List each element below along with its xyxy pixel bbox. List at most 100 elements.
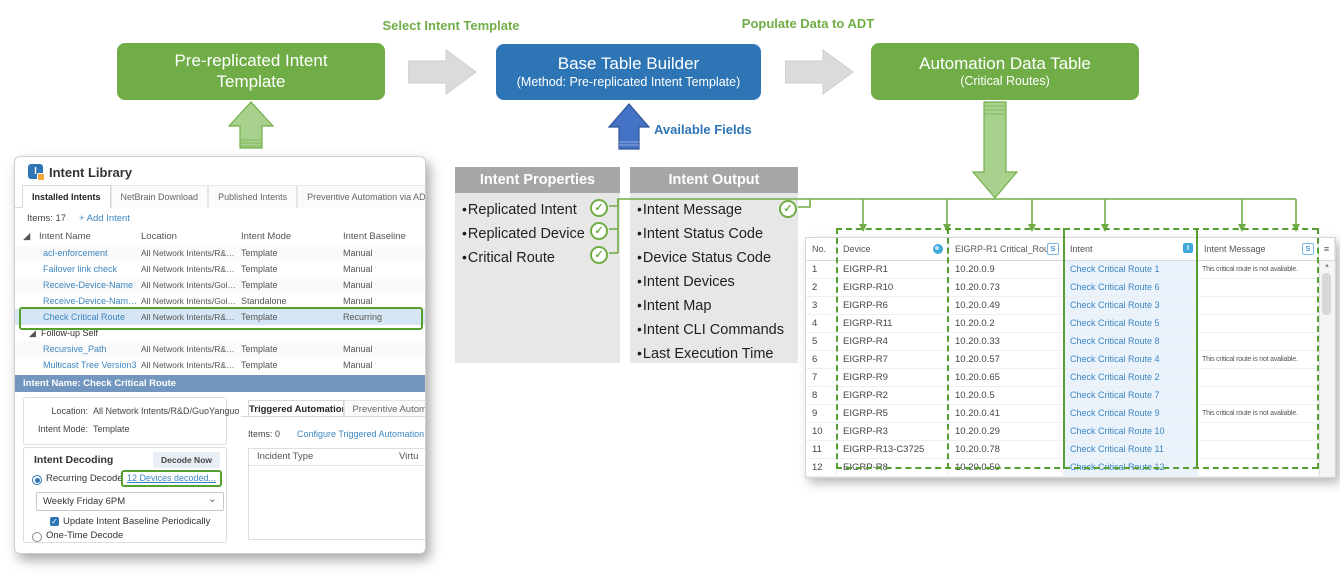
box-title: Base Table Builder <box>557 54 700 73</box>
configure-triggered-automation-link[interactable]: Configure Triggered Automation <box>297 429 425 439</box>
cell-no: 11 <box>806 441 837 458</box>
adt-col-no[interactable]: No. <box>806 238 837 260</box>
intent-link[interactable]: Check Critical Route 7 <box>1070 390 1160 400</box>
scroll-up-icon[interactable]: ▲ <box>1324 263 1330 269</box>
table-scrollbar[interactable]: ▲ <box>1319 261 1334 476</box>
panel-item: •Intent Status Code <box>630 222 798 246</box>
intent-name-link[interactable]: acl-enforcement <box>43 248 108 258</box>
intent-name-link[interactable]: Check Critical Route <box>43 312 126 322</box>
tab-triggered-automation[interactable]: Triggered Automation <box>248 400 344 417</box>
panel-item: •Critical Route <box>455 246 620 270</box>
available-fields-label: Available Fields <box>654 122 752 137</box>
device-icon <box>933 244 943 254</box>
populate-data-label: Populate Data to ADT <box>741 16 875 31</box>
scrollbar-thumb[interactable] <box>1322 273 1331 315</box>
cell-route: 10.20.0.73 <box>949 279 1064 296</box>
tab-netbrain-download[interactable]: NetBrain Download <box>110 185 209 208</box>
intent-name-link[interactable]: Failover link check <box>43 264 118 274</box>
intent-link[interactable]: Check Critical Route 1 <box>1070 264 1160 274</box>
intent-name-link[interactable]: Multicast Tree Version3 <box>43 360 137 370</box>
add-intent-link[interactable]: + Add Intent <box>79 213 130 224</box>
tab-preventive-automation[interactable]: Preventive Automation <box>344 400 425 417</box>
cell-no: 1 <box>806 261 837 278</box>
update-baseline-checkbox[interactable]: ✓ <box>50 517 59 526</box>
panel-item-label: Intent Map <box>642 298 712 314</box>
one-time-decode-radio[interactable] <box>32 532 42 542</box>
cell-no: 8 <box>806 387 837 404</box>
intent-link[interactable]: Check Critical Route 11 <box>1070 444 1164 454</box>
window-title: Intent Library <box>49 165 133 180</box>
library-column-headers: ◢ Intent Name Location Intent Mode Inten… <box>15 229 425 245</box>
intent-link[interactable]: Check Critical Route 5 <box>1070 318 1160 328</box>
devices-decoded-link[interactable]: 12 Devices decoded... <box>126 473 216 483</box>
adt-col-device[interactable]: Device <box>837 238 949 260</box>
panel-item-label: Last Execution Time <box>642 346 774 362</box>
expand-icon[interactable]: ◢ <box>23 231 31 242</box>
intent-name-link[interactable]: Receive-Device-Name <box>43 280 134 290</box>
decode-now-button[interactable]: Decode Now <box>152 452 220 468</box>
intent-name-link[interactable]: Recursive_Path <box>43 344 107 354</box>
intent-link[interactable]: Check Critical Route 3 <box>1070 300 1160 310</box>
tab-installed-intents[interactable]: Installed Intents <box>22 185 111 208</box>
intent-link[interactable]: Check Critical Route 8 <box>1070 336 1160 346</box>
intent-link[interactable]: Check Critical Route 6 <box>1070 282 1160 292</box>
cell-route: 10.20.0.57 <box>949 351 1064 368</box>
cell-intent: Check Critical Route 10 <box>1064 423 1198 440</box>
cell-device: EIGRP-R2 <box>837 387 949 404</box>
cell-intent: Check Critical Route 12 <box>1064 459 1198 476</box>
cell-message <box>1198 423 1319 440</box>
intent-mode: Template <box>241 280 278 290</box>
cell-scroll-gutter <box>1319 261 1335 278</box>
adt-col-route-label: EIGRP-R1 Critical_Route <box>955 244 1057 254</box>
intent-link[interactable]: Check Critical Route 9 <box>1070 408 1160 418</box>
intent-link[interactable]: Check Critical Route 12 <box>1070 462 1165 472</box>
location-label: Location: <box>51 406 88 416</box>
intent-name-link[interactable]: Receive-Device-Name2 <box>43 296 138 306</box>
schedule-select[interactable]: Weekly Friday 6PM⌄ <box>36 492 224 511</box>
table-menu-icon[interactable]: ≡ <box>1319 238 1335 260</box>
group-row[interactable]: ◢Follow-up Self <box>15 325 425 341</box>
cell-scroll-gutter <box>1319 459 1335 476</box>
cell-device: EIGRP-R1 <box>837 261 949 278</box>
chevron-down-icon: ⌄ <box>207 493 217 505</box>
tab-preventive-automation-via-adt[interactable]: Preventive Automation via ADT <box>297 185 425 208</box>
cell-route: 10.20.0.2 <box>949 315 1064 332</box>
expand-icon[interactable]: ◢ <box>29 328 36 338</box>
intent-link[interactable]: Check Critical Route 4 <box>1070 354 1160 364</box>
intent-link[interactable]: Check Critical Route 10 <box>1070 426 1165 436</box>
intent-baseline: Recurring <box>343 312 383 322</box>
intent-link[interactable]: Check Critical Route 2 <box>1070 372 1160 382</box>
box-title-line2: Template <box>216 71 286 91</box>
cell-no: 3 <box>806 297 837 314</box>
cell-message <box>1198 333 1319 350</box>
intent-decoding-box: Intent Decoding Decode Now Recurring Dec… <box>23 447 227 543</box>
tab-published-intents[interactable]: Published Intents <box>208 185 298 208</box>
recurring-decode-radio[interactable] <box>32 475 42 485</box>
